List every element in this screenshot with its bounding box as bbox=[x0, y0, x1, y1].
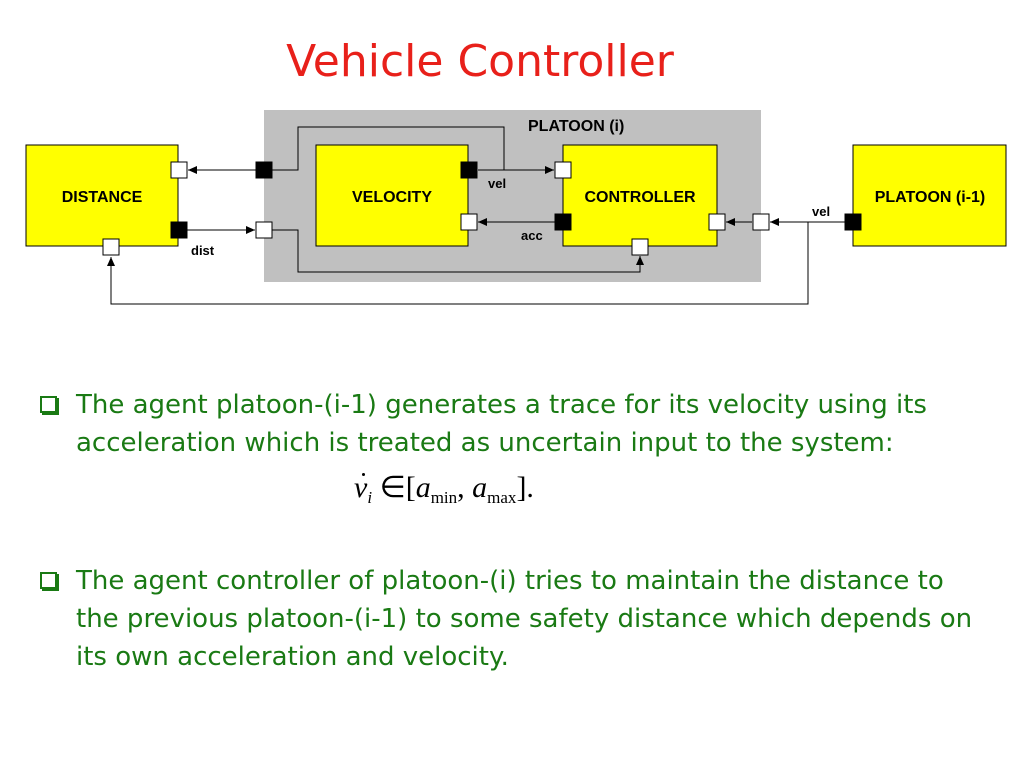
platoon-diagram: PLATOON (i) DISTANCE VELOCITY CONTROLLER… bbox=[25, 110, 1007, 305]
platoon-prev-block-label: PLATOON (i-1) bbox=[875, 189, 986, 206]
port-group-out-left bbox=[255, 161, 273, 179]
distance-block[interactable]: DISTANCE bbox=[25, 144, 179, 247]
slide-title: Vehicle Controller bbox=[286, 36, 674, 87]
port-group-in-dist bbox=[255, 221, 273, 239]
port-velocity-in-acc bbox=[460, 213, 478, 231]
port-controller-in-vel bbox=[554, 161, 572, 179]
conn-prev-vel-to-distance bbox=[107, 222, 809, 305]
port-distance-in-vel bbox=[170, 161, 188, 179]
port-controller-out-acc bbox=[554, 213, 572, 231]
signal-label-acc: acc bbox=[521, 228, 543, 243]
formula-close: ]. bbox=[516, 471, 534, 504]
signal-label-vel-internal: vel bbox=[488, 176, 506, 191]
formula-var-sub: i bbox=[367, 488, 373, 507]
formula-a-max-sub: max bbox=[487, 488, 517, 507]
bullet-checkbox-icon bbox=[40, 572, 57, 589]
port-distance-out-dist bbox=[170, 221, 188, 239]
velocity-formula: vi ∈[amin, amax]. bbox=[354, 470, 534, 516]
platoon-group-label: PLATOON (i) bbox=[528, 118, 624, 135]
signal-label-vel-external: vel bbox=[812, 204, 830, 219]
controller-block[interactable]: CONTROLLER bbox=[562, 144, 718, 247]
port-group-in-prev-vel bbox=[752, 213, 770, 231]
formula-open: [ bbox=[405, 471, 416, 504]
port-prev-out-vel bbox=[844, 213, 862, 231]
port-distance-in-bottom bbox=[102, 238, 120, 256]
port-controller-in-dist bbox=[631, 238, 649, 256]
bullet-checkbox-icon bbox=[40, 396, 57, 413]
velocity-block-label: VELOCITY bbox=[352, 189, 432, 206]
distance-block-label: DISTANCE bbox=[62, 189, 143, 206]
bullet-text-1: The agent platoon-(i-1) generates a trac… bbox=[76, 390, 927, 458]
bullet-text-2: The agent controller of platoon-(i) trie… bbox=[76, 566, 973, 672]
controller-block-label: CONTROLLER bbox=[584, 189, 696, 206]
formula-a-min: a bbox=[415, 471, 431, 504]
signal-label-dist: dist bbox=[191, 243, 215, 258]
formula-var: v bbox=[354, 471, 368, 504]
formula-member: ∈ bbox=[379, 471, 406, 504]
formula-a-max: a bbox=[472, 471, 488, 504]
formula-sep: , bbox=[457, 471, 465, 504]
velocity-block[interactable]: VELOCITY bbox=[315, 144, 469, 247]
port-controller-in-prev-vel bbox=[708, 213, 726, 231]
conn-dist-to-controller bbox=[272, 229, 644, 273]
platoon-prev-block[interactable]: PLATOON (i-1) bbox=[852, 144, 1007, 247]
formula-a-min-sub: min bbox=[430, 488, 458, 507]
port-velocity-out-vel bbox=[460, 161, 478, 179]
